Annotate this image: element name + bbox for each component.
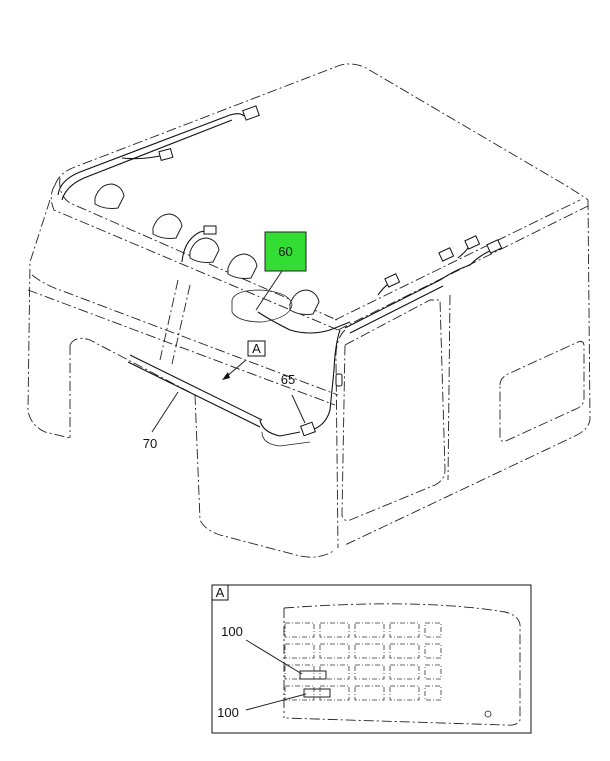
connector-roof-front <box>242 105 260 121</box>
roof-wiring-harness <box>57 113 493 447</box>
connector-rear-2 <box>438 247 455 262</box>
label-100-upper <box>299 670 327 680</box>
connector-windshield-top <box>203 225 217 235</box>
connector-rear-3 <box>464 235 481 250</box>
roof-marker-lamps <box>94 183 320 315</box>
leader-lines <box>151 267 306 433</box>
clip-side <box>335 373 343 387</box>
label-100-lower <box>303 688 331 698</box>
marker-lamp-2 <box>152 213 183 239</box>
callout-100-top[interactable]: 100 <box>221 624 243 639</box>
callout-100-bottom[interactable]: 100 <box>217 705 239 720</box>
view-ref-a[interactable]: A <box>247 340 266 357</box>
svg-text:60: 60 <box>278 244 292 259</box>
marker-lamp-1 <box>94 183 125 209</box>
wire-connectors <box>158 105 503 437</box>
connector-65 <box>300 421 316 437</box>
connector-rear-1 <box>384 273 401 288</box>
svg-text:A: A <box>252 341 261 356</box>
marker-lamp-3 <box>189 237 220 263</box>
callout-70[interactable]: 70 <box>143 436 157 451</box>
callout-65[interactable]: 65 <box>281 372 295 387</box>
marker-lamp-4 <box>227 253 258 279</box>
callout-60[interactable]: 60 <box>264 231 307 272</box>
connector-rear-4 <box>486 239 503 254</box>
connector-roof-left <box>158 148 174 162</box>
detail-view-title: A <box>216 585 225 600</box>
marker-lamp-5 <box>289 289 320 315</box>
detail-view-a: A 1 <box>211 584 532 734</box>
